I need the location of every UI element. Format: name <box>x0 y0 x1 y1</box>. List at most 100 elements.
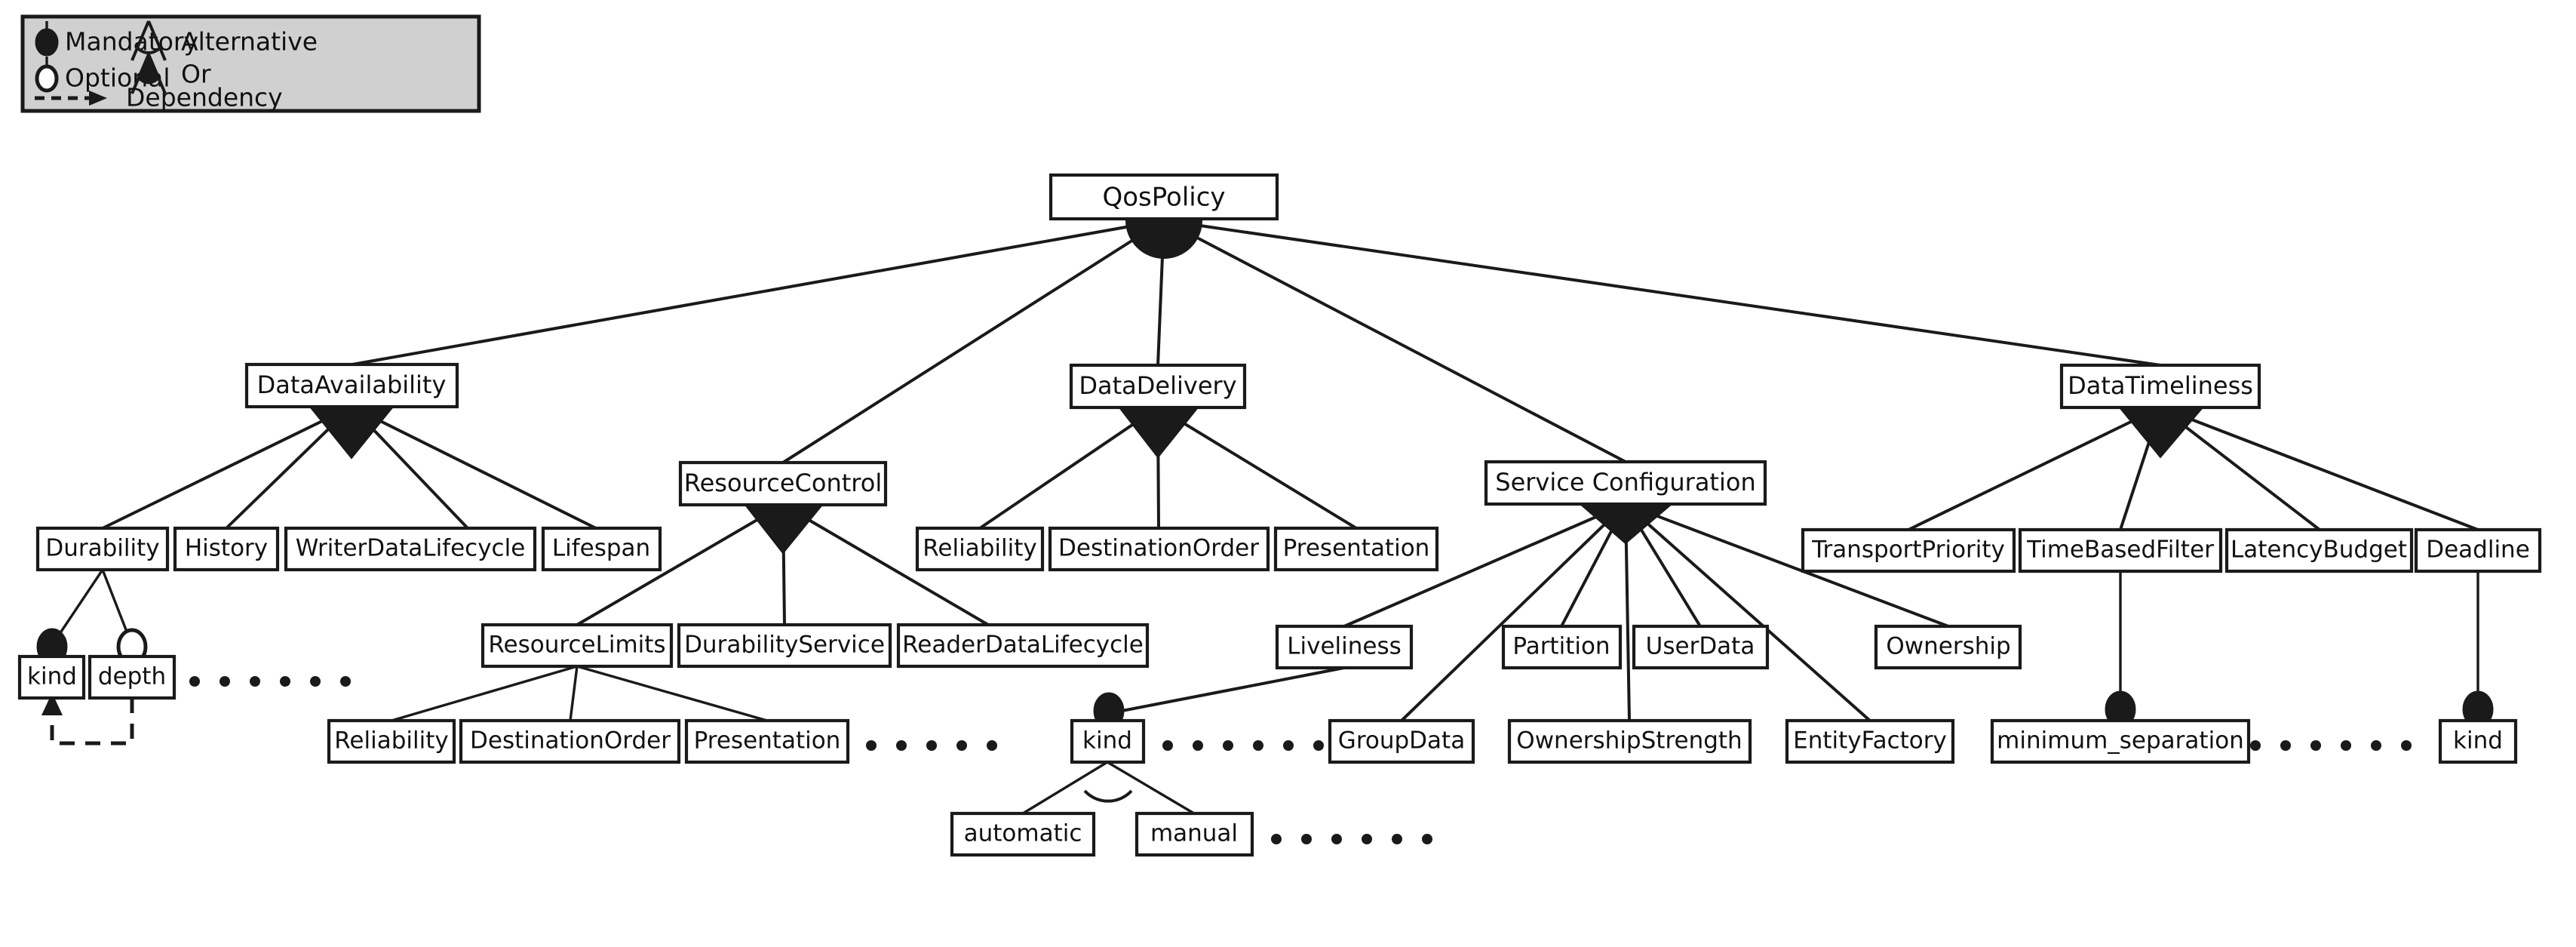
node-durabilityservice[interactable]: DurabilityService <box>677 623 892 669</box>
node-label-minimum-separation: minimum_separation <box>1997 727 2244 755</box>
node-label-destinationorder-datadelivery: DestinationOrder <box>1058 535 1259 562</box>
node-minimum-separation[interactable]: minimum_separation <box>1990 718 2251 764</box>
node-label-partition: Partition <box>1512 633 1610 660</box>
node-partition[interactable]: Partition <box>1501 624 1623 670</box>
node-datatimeliness[interactable]: DataTimeliness <box>2059 363 2261 410</box>
node-label-readerdatalifecycle: ReaderDataLifecycle <box>902 632 1144 659</box>
node-label-manual: manual <box>1150 820 1238 847</box>
node-label-liveliness: Liveliness <box>1287 633 1402 660</box>
node-label-userdata: UserData <box>1646 633 1755 660</box>
node-timebasedfilter[interactable]: TimeBasedFilter <box>2018 527 2223 573</box>
node-serviceconfiguration[interactable]: Service Configuration <box>1484 460 1767 506</box>
node-label-automatic: automatic <box>964 820 1082 847</box>
dependency-layer <box>41 693 134 746</box>
node-manual[interactable]: manual <box>1134 811 1254 857</box>
node-destinationorder-resourcelimits[interactable]: DestinationOrder <box>459 718 681 764</box>
node-automatic[interactable]: automatic <box>950 811 1096 857</box>
legend: Mandatory Alternative Optional Or Depend… <box>20 14 481 113</box>
edge-sc-liveliness <box>1343 503 1626 628</box>
edge-sc-groupdata <box>1400 503 1627 722</box>
group-arc-layer <box>308 220 2205 803</box>
edge-rl-reliability <box>391 665 578 722</box>
legend-optional-hollow-circle-icon <box>35 64 59 93</box>
legend-alternative-right-leg <box>147 20 167 61</box>
node-latencybudget[interactable]: LatencyBudget <box>2224 527 2414 573</box>
node-label-entityfactory: EntityFactory <box>1793 727 1947 755</box>
node-label-history: History <box>185 535 268 562</box>
alternative-arc-kind-liveliness <box>1083 789 1133 803</box>
edge-dt-latencybudget <box>2159 406 2321 531</box>
node-liveliness[interactable]: Liveliness <box>1275 624 1414 670</box>
node-kind-deadline[interactable]: kind <box>2438 718 2518 764</box>
node-label-groupdata: GroupData <box>1338 727 1465 755</box>
edge-root-serviceconfiguration <box>1163 219 1626 463</box>
node-qospolicy[interactable]: QosPolicy <box>1049 173 1279 221</box>
legend-label-or: Or <box>181 60 211 89</box>
legend-label-mandatory: Mandatory <box>65 27 198 57</box>
node-presentation-resourcelimits[interactable]: Presentation <box>684 718 850 764</box>
or-arc-root <box>1125 220 1203 259</box>
node-groupdata[interactable]: GroupData <box>1328 718 1475 764</box>
ellipsis-after-manual <box>1271 834 1432 844</box>
node-ownership[interactable]: Ownership <box>1874 624 2022 670</box>
node-durability[interactable]: Durability <box>35 526 170 572</box>
node-entityfactory[interactable]: EntityFactory <box>1785 718 1955 764</box>
edge-rc-readerdatalifecycle <box>781 503 990 626</box>
node-deadline[interactable]: Deadline <box>2414 527 2542 573</box>
node-label-presentation-resourcelimits: Presentation <box>694 727 841 755</box>
edge-root-resourcecontrol <box>781 219 1165 464</box>
node-label-writerdatalifecycle: WriterDataLifecycle <box>296 535 526 562</box>
edge-da-durability <box>102 405 352 530</box>
edge-rc-resourcelimits <box>576 503 784 626</box>
or-arc-dataavailability <box>308 406 395 460</box>
node-userdata[interactable]: UserData <box>1632 624 1770 670</box>
node-label-durabilityservice: DurabilityService <box>684 632 885 659</box>
node-destinationorder-datadelivery[interactable]: DestinationOrder <box>1048 526 1270 572</box>
edge-dd-reliability <box>978 406 1159 530</box>
ellipsis-after-kind-liveliness <box>1162 740 1324 751</box>
node-label-datatimeliness: DataTimeliness <box>2068 371 2253 400</box>
legend-label-dependency: Dependency <box>126 83 283 112</box>
node-label-durability: Durability <box>45 535 159 562</box>
node-dataavailability[interactable]: DataAvailability <box>244 362 459 409</box>
node-ownershipstrength[interactable]: OwnershipStrength <box>1507 718 1752 764</box>
node-presentation-datadelivery[interactable]: Presentation <box>1273 526 1439 572</box>
node-label-resourcelimits: ResourceLimits <box>488 632 665 659</box>
node-label-resourcecontrol: ResourceControl <box>684 469 882 497</box>
edge-dt-transportpriority <box>1908 406 2161 531</box>
node-label-ownershipstrength: OwnershipStrength <box>1516 727 1742 755</box>
node-label-kind-durability: kind <box>27 663 77 690</box>
node-kind-liveliness[interactable]: kind <box>1070 718 1146 764</box>
node-datadelivery[interactable]: DataDelivery <box>1069 363 1247 410</box>
or-arc-resourcecontrol <box>743 504 824 555</box>
node-kind-durability[interactable]: kind <box>17 654 86 700</box>
edge-kind-automatic <box>1022 761 1108 815</box>
edge-sc-ownership <box>1625 503 1949 628</box>
ellipsis-after-depth <box>189 676 351 687</box>
node-resourcecontrol[interactable]: ResourceControl <box>678 460 888 507</box>
edge-rl-destinationorder <box>569 666 579 721</box>
node-depth-durability[interactable]: depth <box>88 654 177 700</box>
node-label-dataavailability: DataAvailability <box>257 370 447 399</box>
edge-sc-entityfactory <box>1624 503 1871 722</box>
legend-label-alternative: Alternative <box>181 27 318 57</box>
node-lifespan[interactable]: Lifespan <box>541 526 662 572</box>
node-label-kind-liveliness: kind <box>1082 727 1132 755</box>
or-arc-serviceconfiguration <box>1578 503 1674 545</box>
dependency-arrowhead-icon <box>41 693 63 715</box>
node-reliability-resourcelimits[interactable]: Reliability <box>327 718 456 764</box>
node-label-destinationorder-resourcelimits: DestinationOrder <box>470 727 671 755</box>
node-resourcelimits[interactable]: ResourceLimits <box>481 623 674 669</box>
node-transportpriority[interactable]: TransportPriority <box>1801 527 2016 573</box>
node-history[interactable]: History <box>173 526 280 572</box>
legend-mandatory-filled-circle-icon <box>35 28 59 57</box>
node-writerdatalifecycle[interactable]: WriterDataLifecycle <box>284 526 537 572</box>
node-label-presentation-datadelivery: Presentation <box>1283 535 1430 562</box>
node-label-serviceconfiguration: Service Configuration <box>1495 468 1755 497</box>
node-label-reliability-datadelivery: Reliability <box>923 535 1036 562</box>
ellipsis-after-presentation-rl <box>866 740 997 751</box>
node-readerdatalifecycle[interactable]: ReaderDataLifecycle <box>896 623 1150 669</box>
node-reliability-datadelivery[interactable]: Reliability <box>915 526 1045 572</box>
